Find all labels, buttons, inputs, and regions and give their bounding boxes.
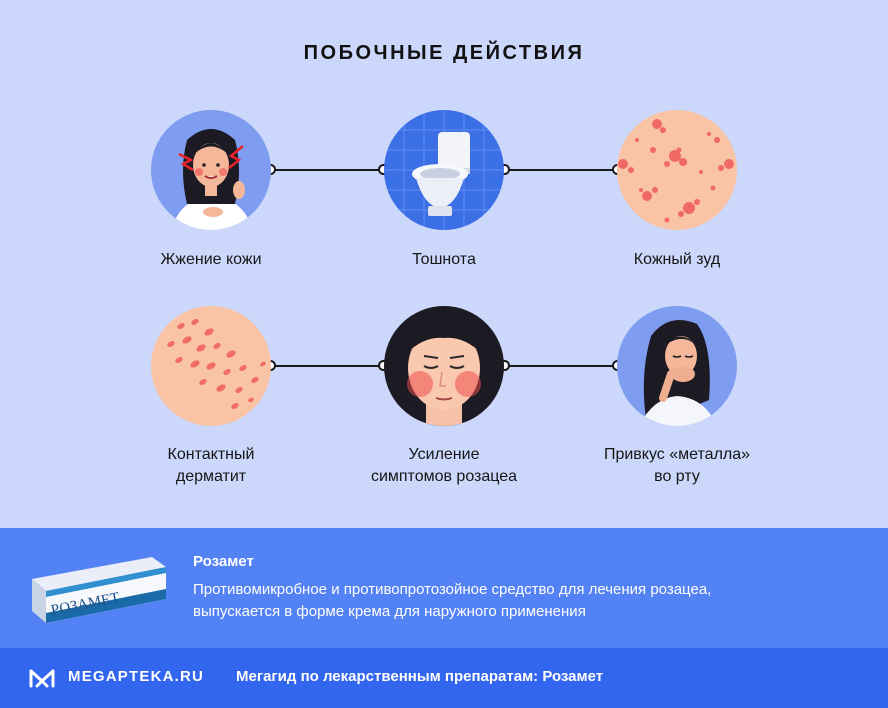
product-package-image: РОЗАМЕТ	[28, 555, 168, 625]
effect-label-dermatitis: Контактный дерматит	[101, 444, 321, 488]
megapteka-logo-icon	[28, 666, 56, 690]
footer-band	[0, 648, 888, 708]
effect-label-metal-taste: Привкус «металла» во рту	[567, 444, 787, 488]
effect-label-burning: Жжение кожи	[160, 251, 262, 268]
connector	[270, 169, 384, 171]
effect-label-rosacea: Усиление симптомов розацеа	[334, 444, 554, 488]
effect-label-line: во рту	[654, 468, 700, 485]
product-description-line: Противомикробное и противопротозойное ср…	[193, 581, 712, 598]
connector	[504, 169, 618, 171]
woman-burning-skin-icon	[151, 110, 271, 230]
effect-label-line: Привкус «металла»	[603, 446, 751, 463]
effect-label-itch: Кожный зуд	[633, 251, 721, 268]
product-description: Противомикробное и противопротозойное ср…	[193, 579, 863, 623]
page-title: ПОБОЧНЫЕ ДЕЙСТВИЯ	[303, 42, 585, 64]
rosacea-face-icon	[384, 306, 504, 426]
itchy-skin-rash-icon	[617, 110, 737, 230]
product-description-line: выпускается в форме крема для наружного …	[193, 603, 586, 620]
connector	[504, 365, 618, 367]
dermatitis-rash-icon	[151, 306, 271, 426]
footer-guide-text: Мегагид по лекарственным препаратам: Роз…	[236, 668, 604, 685]
toilet-icon	[384, 110, 504, 230]
effect-label-line: Контактный	[167, 446, 255, 463]
effect-label-line: дерматит	[175, 468, 247, 485]
woman-nauseous-icon	[617, 306, 737, 426]
effect-label-line: симптомов розацеа	[370, 468, 518, 485]
effect-label-nausea: Тошнота	[412, 251, 476, 268]
footer-brand-link[interactable]: MEGAPTEKA.RU	[68, 668, 205, 685]
connector	[270, 365, 384, 367]
product-name: Розамет	[193, 553, 254, 570]
effect-label-line: Усиление	[408, 446, 480, 463]
